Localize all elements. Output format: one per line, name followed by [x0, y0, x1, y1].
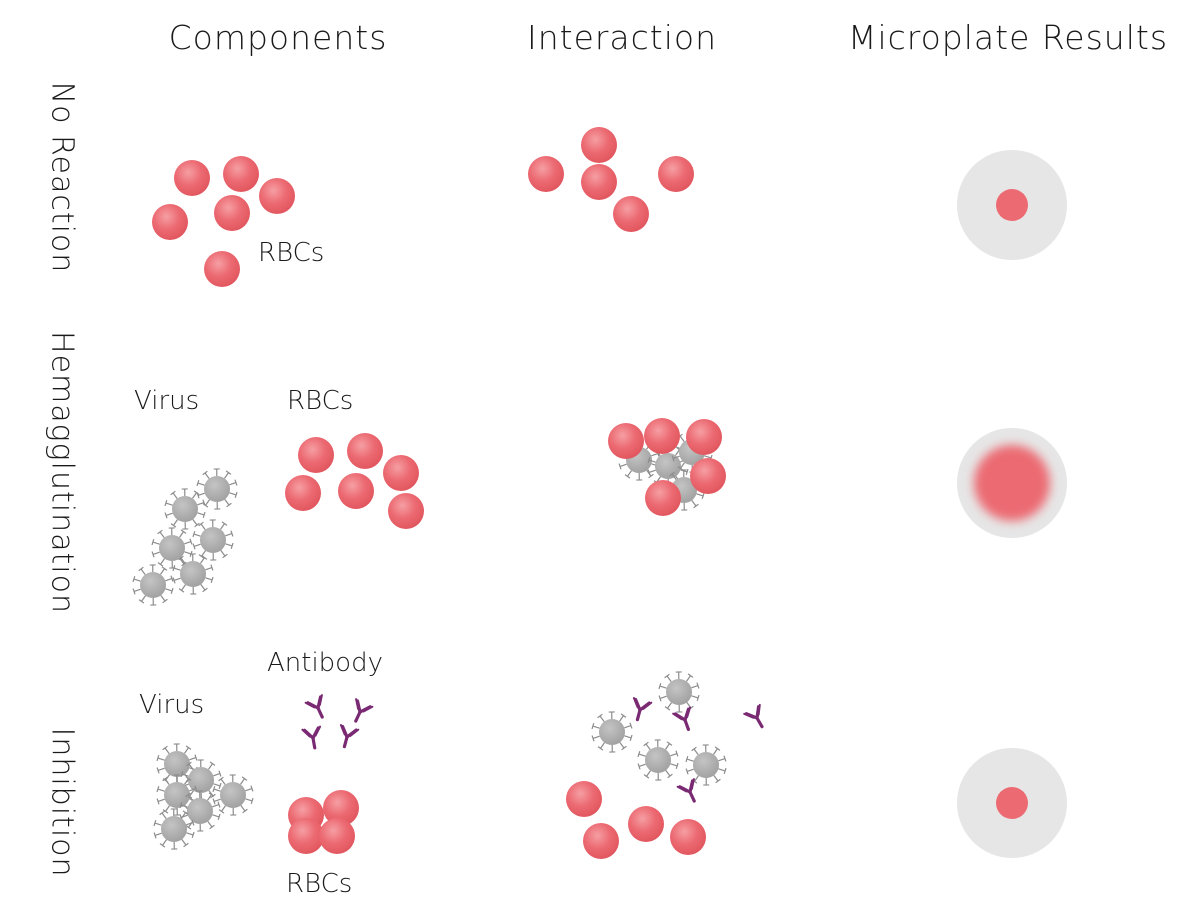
virus-particle-icon [179, 790, 221, 832]
red-blood-cell-icon [388, 493, 424, 529]
virus-particle-icon [153, 808, 195, 850]
label-antibody-inhibition: Antibody [267, 648, 383, 678]
red-blood-cell-icon [528, 156, 564, 192]
red-blood-cell-icon [613, 196, 649, 232]
column-header-microplate-results: Microplate Results [847, 18, 1169, 57]
red-blood-cell-icon [581, 127, 617, 163]
red-blood-cell-icon [566, 781, 602, 817]
virus-particle-icon [591, 711, 633, 753]
red-blood-cell-icon [383, 455, 419, 491]
virus-particle-icon [196, 468, 238, 510]
red-blood-cell-icon [690, 458, 726, 494]
label-rbcs-no-reaction: RBCs [258, 238, 325, 268]
antibody-icon [304, 694, 324, 719]
red-blood-cell-icon [338, 473, 374, 509]
red-blood-cell-icon [686, 419, 722, 455]
label-virus-hemagglutination: Virus [134, 386, 200, 416]
red-blood-cell-icon [285, 475, 321, 511]
red-blood-cell-icon [319, 818, 355, 854]
red-blood-cell-icon [323, 790, 359, 826]
red-blood-cell-icon [670, 819, 706, 855]
column-header-components: Components [168, 18, 388, 57]
antibody-icon [339, 724, 360, 749]
microplate-well-icon [957, 748, 1067, 858]
label-rbcs-inhibition: RBCs [286, 869, 353, 899]
virus-particle-icon [156, 774, 198, 816]
red-blood-cell-icon [658, 156, 694, 192]
red-blood-cell-icon [288, 818, 324, 854]
antibody-icon [743, 703, 764, 729]
microplate-well-icon [957, 150, 1067, 260]
red-blood-cell-icon [628, 806, 664, 842]
virus-particle-icon [685, 744, 727, 786]
virus-particle-icon [637, 739, 679, 781]
antibody-icon [301, 725, 322, 750]
red-blood-cell-icon [581, 164, 617, 200]
red-blood-cell-icon [645, 480, 681, 516]
column-header-interaction: Interaction [526, 18, 718, 57]
label-rbcs-hemagglutination: RBCs [287, 386, 354, 416]
antibody-icon [676, 778, 696, 803]
red-blood-cell-icon [174, 160, 210, 196]
virus-particle-icon [658, 671, 700, 713]
red-blood-cell-icon [259, 178, 295, 214]
virus-particle-icon [192, 519, 234, 561]
red-blood-cell-icon [347, 433, 383, 469]
virus-particle-icon [180, 759, 222, 801]
antibody-icon [632, 697, 653, 722]
virus-particle-icon [151, 527, 193, 569]
red-blood-cell-icon [298, 437, 334, 473]
antibody-icon [672, 706, 692, 731]
red-blood-cell-icon [583, 823, 619, 859]
antibody-icon [354, 698, 374, 723]
virus-particle-icon [212, 774, 254, 816]
red-blood-cell-icon [644, 418, 680, 454]
red-blood-cell-icon [204, 251, 240, 287]
virus-particle-icon [132, 564, 174, 606]
virus-particle-icon [172, 553, 214, 595]
virus-particle-icon [164, 488, 206, 530]
red-blood-cell-icon [223, 156, 259, 192]
red-blood-cell-icon [214, 195, 250, 231]
red-blood-cell-icon [152, 204, 188, 240]
red-blood-cell-icon [608, 423, 644, 459]
microplate-well-icon [957, 428, 1067, 538]
label-virus-inhibition: Virus [139, 690, 205, 720]
